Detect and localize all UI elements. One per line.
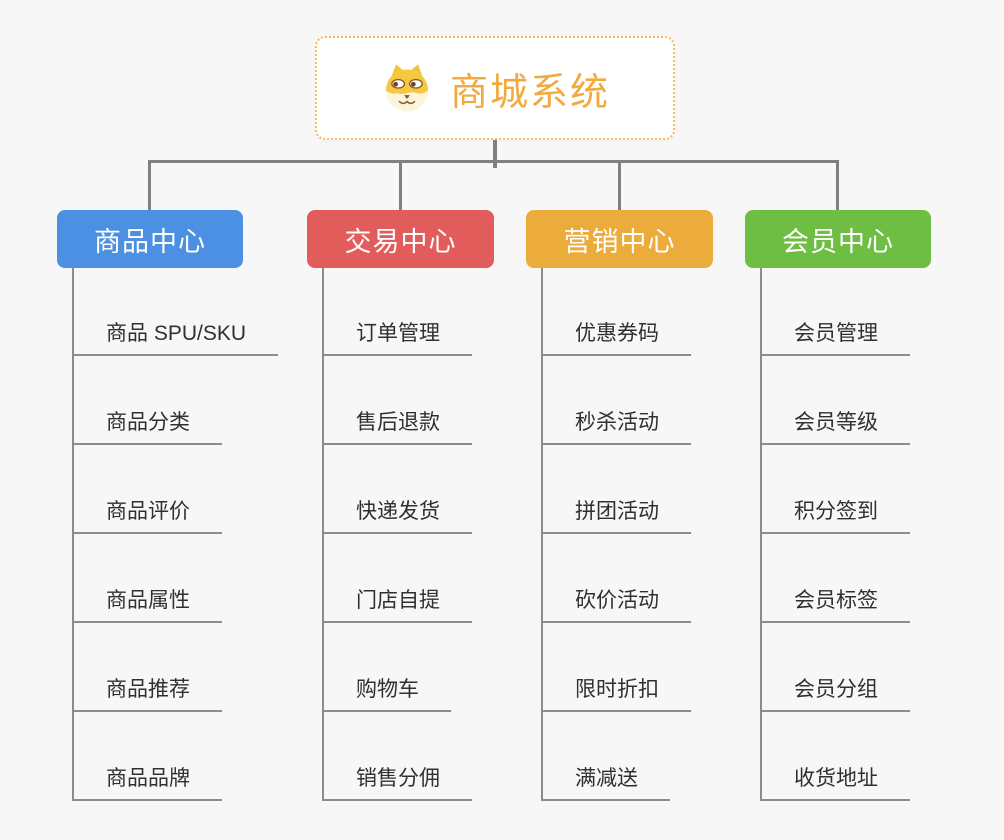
child-topic[interactable]: 商品评价: [72, 496, 222, 534]
connector-branch-trunk: [322, 268, 324, 801]
branch-topic[interactable]: 会员中心: [745, 210, 931, 268]
child-topic[interactable]: 快递发货: [322, 496, 472, 534]
branch-topic[interactable]: 交易中心: [307, 210, 494, 268]
child-topic[interactable]: 会员分组: [760, 674, 910, 712]
child-topic[interactable]: 商品分类: [72, 407, 222, 445]
child-topic[interactable]: 优惠券码: [541, 318, 691, 356]
child-topic[interactable]: 会员等级: [760, 407, 910, 445]
child-topic[interactable]: 商品品牌: [72, 763, 222, 801]
child-topic[interactable]: 满减送: [541, 763, 670, 801]
child-topic[interactable]: 商品属性: [72, 585, 222, 623]
child-topic[interactable]: 销售分佣: [322, 763, 472, 801]
connector-branch-drop: [618, 160, 621, 210]
child-topic[interactable]: 拼团活动: [541, 496, 691, 534]
child-topic[interactable]: 售后退款: [322, 407, 472, 445]
child-topic[interactable]: 砍价活动: [541, 585, 691, 623]
child-topic[interactable]: 会员管理: [760, 318, 910, 356]
root-topic[interactable]: 商城系统: [315, 36, 675, 140]
child-topic[interactable]: 限时折扣: [541, 674, 691, 712]
connector-rail: [148, 160, 839, 163]
child-topic[interactable]: 秒杀活动: [541, 407, 691, 445]
child-topic[interactable]: 商品推荐: [72, 674, 222, 712]
connector-branch-drop: [399, 160, 402, 210]
child-topic[interactable]: 门店自提: [322, 585, 472, 623]
branch-topic[interactable]: 营销中心: [526, 210, 713, 268]
child-topic[interactable]: 商品 SPU/SKU: [72, 318, 279, 356]
connector-root-drop: [493, 140, 497, 168]
child-topic[interactable]: 购物车: [322, 674, 451, 712]
child-topic[interactable]: 订单管理: [322, 318, 472, 356]
connector-branch-trunk: [541, 268, 543, 801]
child-topic[interactable]: 会员标签: [760, 585, 910, 623]
child-topic[interactable]: 收货地址: [760, 763, 910, 801]
connector-branch-trunk: [72, 268, 74, 801]
connector-branch-drop: [836, 160, 839, 210]
connector-branch-trunk: [760, 268, 762, 801]
connector-branch-drop: [148, 160, 151, 210]
branch-topic[interactable]: 商品中心: [57, 210, 243, 268]
child-topic[interactable]: 积分签到: [760, 496, 910, 534]
dog-face-icon: [385, 64, 429, 112]
root-topic-label: 商城系统: [449, 71, 610, 114]
